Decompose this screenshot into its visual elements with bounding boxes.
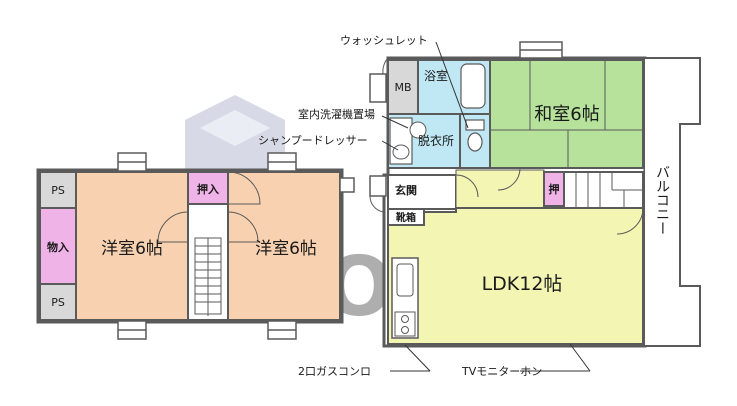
- callout-stove: 2口ガスコンロ: [298, 365, 371, 378]
- entrance: [387, 174, 457, 210]
- label-bath: 浴室: [424, 68, 448, 83]
- callouts: [381, 41, 591, 372]
- callout-laundry: 室内洗濯機置場: [298, 107, 375, 121]
- ldk-room: [387, 207, 644, 345]
- windows-left-unit: [117, 152, 355, 340]
- label-shoe-box: 靴箱: [396, 211, 416, 224]
- yoshitsu-left-room: [75, 171, 189, 321]
- closet-left: [187, 171, 229, 205]
- stairs-left: [194, 237, 222, 316]
- label-yoshitsu-left: 洋室6帖: [101, 239, 163, 259]
- gas-stove-icon: [394, 311, 416, 337]
- washitsu-room: [489, 59, 644, 169]
- label-ps-top: PS: [51, 184, 65, 197]
- label-storage: 物入: [47, 240, 69, 254]
- label-ldk: LDK12帖: [482, 273, 563, 295]
- callout-vanity: シャンプードレッサー: [258, 134, 368, 147]
- callout-intercom: TVモニターホン: [461, 365, 542, 378]
- callout-washlet: ウォッシュレット: [340, 34, 428, 47]
- right-unit: MB 浴室 和室6帖 脱衣所 玄関 靴箱 押 LDK12帖 バルコニー: [369, 41, 701, 348]
- label-mb: MB: [394, 81, 411, 94]
- label-washitsu: 和室6帖: [534, 104, 599, 125]
- yoshitsu-right-room: [227, 171, 341, 321]
- ps-top: [39, 171, 77, 209]
- washlet-icon: [465, 119, 485, 152]
- label-balcony: バルコニー: [654, 165, 670, 235]
- label-dressing: 脱衣所: [418, 133, 454, 148]
- label-closet-right: 押: [549, 182, 560, 196]
- balcony: [645, 57, 701, 347]
- storage-room: [39, 207, 77, 285]
- label-ps-bottom: PS: [51, 296, 65, 309]
- label-yoshitsu-right: 洋室6帖: [255, 239, 317, 259]
- label-entrance: 玄関: [395, 183, 417, 197]
- label-closet-left: 押入: [197, 182, 219, 196]
- left-unit: PS 物入 PS 洋室6帖 押入 洋室6帖: [36, 152, 355, 340]
